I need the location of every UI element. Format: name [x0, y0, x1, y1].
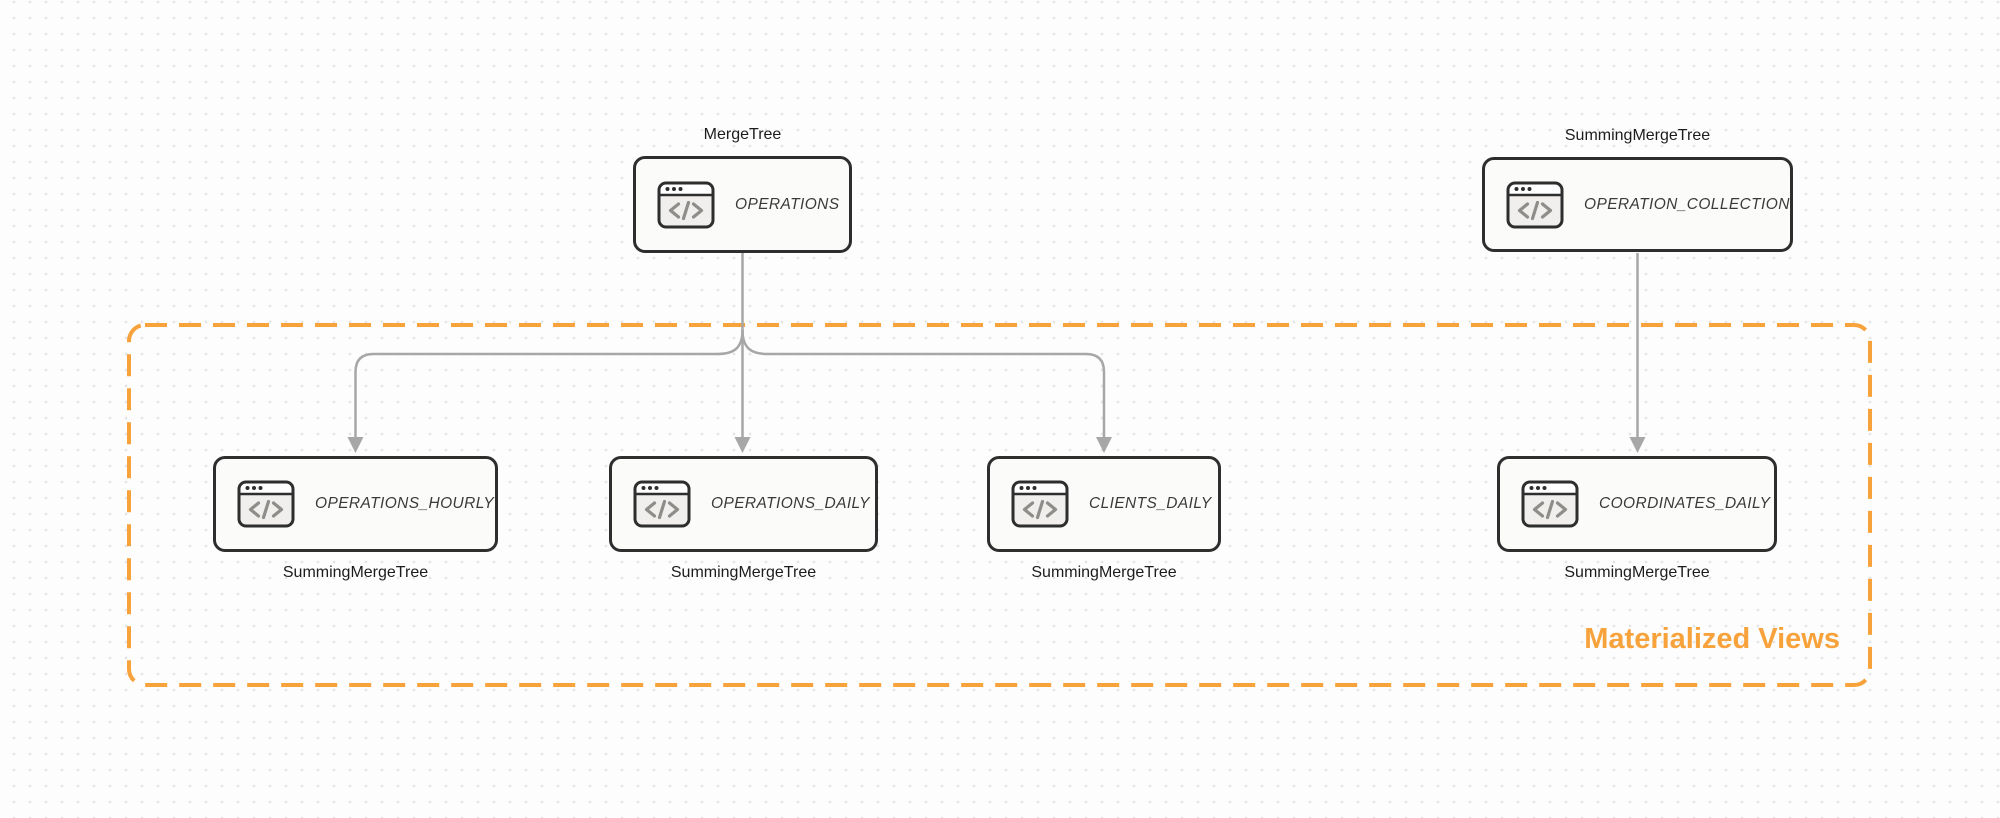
- engine-label-clients-daily: SummingMergeTree: [1031, 564, 1177, 581]
- table-name: OPERATION_COLLECTION: [1584, 195, 1790, 213]
- code-window-icon: [237, 480, 295, 528]
- node-group-operations-hourly: OPERATIONS_HOURLY SummingMergeTree: [213, 456, 498, 581]
- engine-label-operation-collection: SummingMergeTree: [1564, 127, 1711, 144]
- node-operation-collection[interactable]: OPERATION_COLLECTION: [1482, 157, 1793, 252]
- engine-label-coordinates-daily: SummingMergeTree: [1564, 564, 1710, 581]
- node-group-operations-daily: OPERATIONS_DAILY SummingMergeTree: [609, 456, 878, 581]
- engine-label-operations-hourly: SummingMergeTree: [282, 564, 429, 581]
- table-name: CLIENTS_DAILY: [1089, 495, 1212, 512]
- table-name: OPERATIONS: [735, 195, 840, 213]
- code-window-icon: [657, 181, 715, 228]
- node-operations-hourly[interactable]: OPERATIONS_HOURLY: [213, 456, 498, 552]
- table-name: COORDINATES_DAILY: [1599, 495, 1771, 512]
- node-operations-daily[interactable]: OPERATIONS_DAILY: [609, 456, 878, 552]
- node-group-coordinates-daily: COORDINATES_DAILY SummingMergeTree: [1497, 456, 1777, 581]
- node-operations[interactable]: OPERATIONS: [633, 156, 852, 253]
- code-window-icon: [1506, 181, 1564, 228]
- node-coordinates-daily[interactable]: COORDINATES_DAILY: [1497, 456, 1777, 552]
- code-window-icon: [1521, 480, 1579, 528]
- node-group-operations: MergeTree OPERATIONS: [633, 126, 852, 253]
- node-clients-daily[interactable]: CLIENTS_DAILY: [987, 456, 1221, 552]
- materialized-views-group-label: Materialized Views: [1584, 623, 1840, 655]
- table-name: OPERATIONS_DAILY: [711, 495, 870, 512]
- table-name: OPERATIONS_HOURLY: [315, 495, 495, 512]
- code-window-icon: [1011, 480, 1069, 528]
- engine-label-operations-daily: SummingMergeTree: [670, 564, 817, 581]
- engine-label-operations: MergeTree: [703, 126, 782, 143]
- code-window-icon: [633, 480, 691, 528]
- node-group-operation-collection: SummingMergeTree OPERATION_COLLECTION: [1482, 127, 1793, 252]
- node-group-clients-daily: CLIENTS_DAILY SummingMergeTree: [987, 456, 1221, 581]
